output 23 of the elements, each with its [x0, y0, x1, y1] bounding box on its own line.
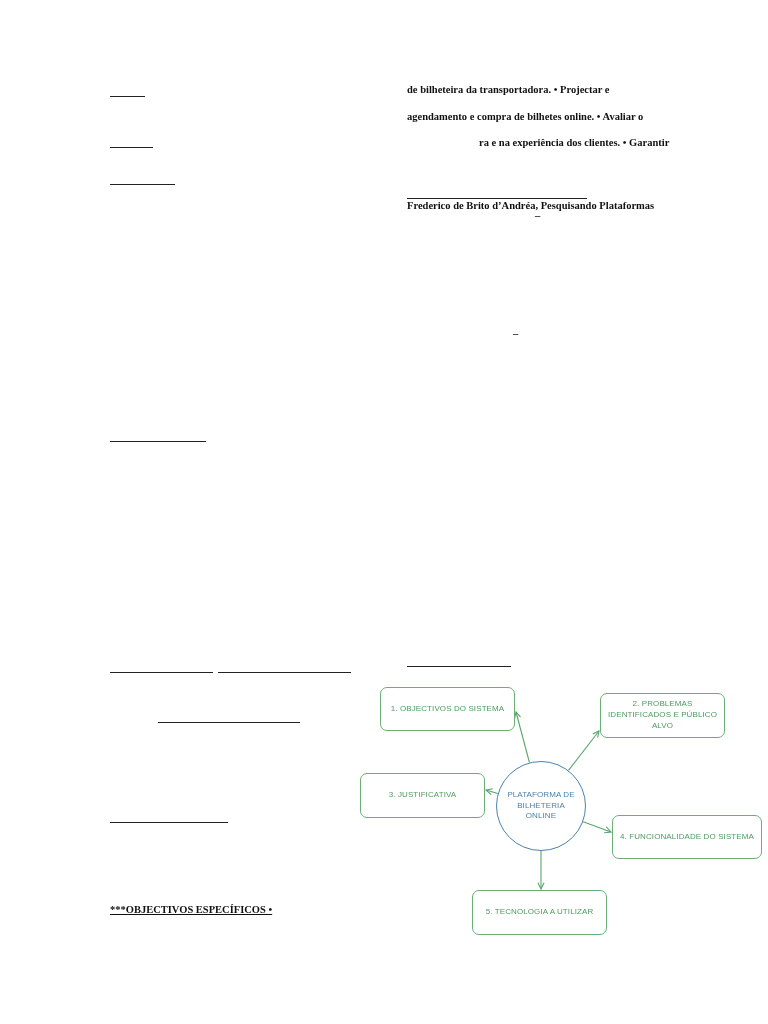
topic-box [600, 693, 725, 738]
topic-box [360, 773, 485, 818]
arrow [582, 821, 612, 834]
node-label: 2. PROBLEMAS IDENTIFICADOS E PÚBLICO ALVO [607, 699, 718, 732]
body-text: ra e na experiência dos clientes. • Garantir [479, 137, 670, 148]
node-label: PLATAFORMA DE BILHETERIA ONLINE [506, 789, 576, 823]
node-label: 5. TECNOLOGIA A UTILIZAR [484, 907, 595, 918]
dash-mark: – [513, 328, 519, 339]
arrow [485, 788, 499, 796]
topic-box [612, 815, 762, 859]
body-text: de bilheteira da transportadora. • Projectar e [407, 84, 610, 95]
arrow [537, 850, 545, 890]
topic-box [380, 687, 515, 731]
body-text: agendamento e compra de bilhetes online. • Avaliar o [407, 111, 644, 122]
topic-box [472, 890, 607, 935]
reference-text: Frederico de Brito d’Andréa, Pesquisando Plataformas [407, 200, 655, 211]
node-label: 4. FUNCIONALIDADE DO SISTEMA [619, 831, 755, 843]
node-label: 1. OBJECTIVOS DO SISTEMA [389, 703, 506, 715]
section-heading: ***OBJECTIVOS ESPECÍFICOS • [110, 904, 273, 915]
dash-mark: – [535, 210, 541, 221]
arrow [568, 730, 600, 771]
arrow [514, 711, 530, 764]
node-label: 3. JUSTIFICATIVA [387, 790, 458, 801]
